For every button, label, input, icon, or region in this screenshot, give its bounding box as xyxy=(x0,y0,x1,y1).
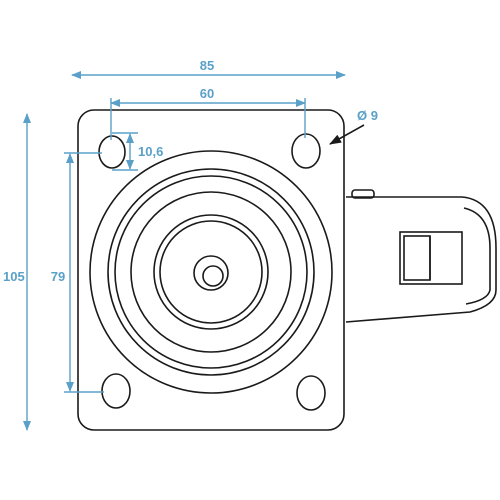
label-overall-height: 105 xyxy=(3,269,25,284)
dimensions xyxy=(23,71,346,431)
swivel-rings xyxy=(89,150,333,394)
label-hole-spacing-y: 79 xyxy=(51,269,65,284)
caster-body xyxy=(77,109,497,431)
bolt-hole-bottom-right xyxy=(296,375,326,411)
brake-lever xyxy=(345,189,497,323)
dimension-labels: 85 60 10,6 Ø 9 79 105 xyxy=(3,58,378,284)
label-hole-spacing-x: 60 xyxy=(200,86,214,101)
bolt-hole-top-left xyxy=(98,135,126,169)
bolt-hole-top-right xyxy=(291,133,321,169)
dim-hole-diameter-leader xyxy=(329,124,365,145)
mounting-plate xyxy=(77,109,345,431)
label-overall-width: 85 xyxy=(200,58,214,73)
dim-slot-length xyxy=(112,132,138,171)
label-hole-diameter: Ø 9 xyxy=(357,108,378,123)
label-slot-length: 10,6 xyxy=(138,144,163,159)
dim-hole-spacing-y xyxy=(64,152,104,393)
dim-hole-spacing-x xyxy=(110,98,306,140)
center-hub xyxy=(193,255,229,291)
bolt-hole-bottom-left xyxy=(101,373,131,409)
